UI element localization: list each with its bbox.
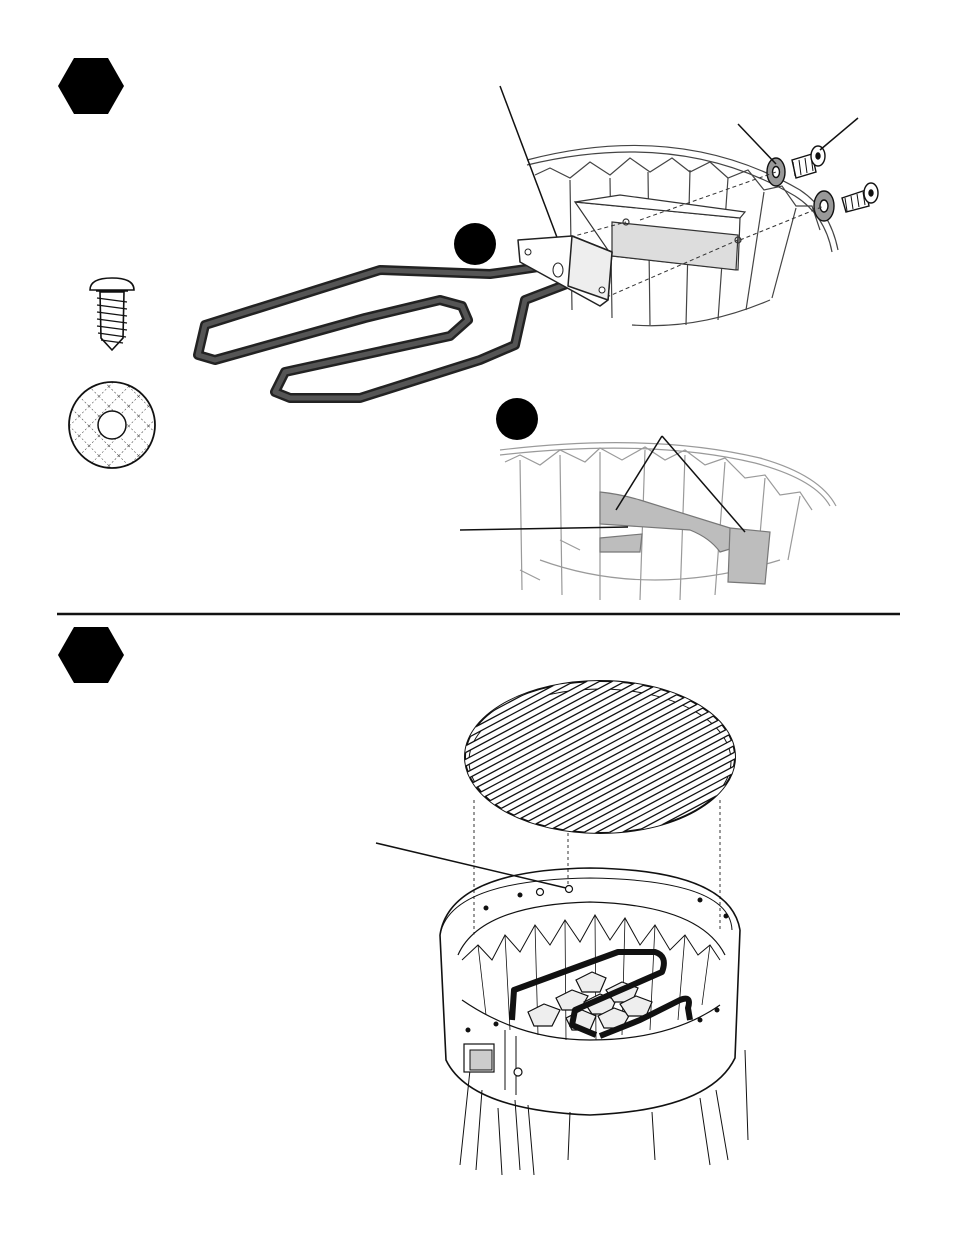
heating-element-illustration: [198, 236, 612, 398]
step-marker-hexagon-2: [58, 627, 124, 683]
bracket-detail-shaded: [600, 492, 770, 584]
washer-and-screw-upper: [767, 146, 825, 186]
fiber-washer-icon: [69, 382, 155, 468]
washer-and-screw-lower: [814, 183, 878, 221]
step-marker-hexagon-1: [58, 58, 124, 114]
callout-circle-b: [496, 398, 538, 440]
smoker-rim-detail: [527, 145, 838, 325]
callout-circle-a: [454, 223, 496, 265]
pan-head-screw-icon: [90, 278, 134, 350]
cooking-grid-illustration: [408, 586, 783, 911]
